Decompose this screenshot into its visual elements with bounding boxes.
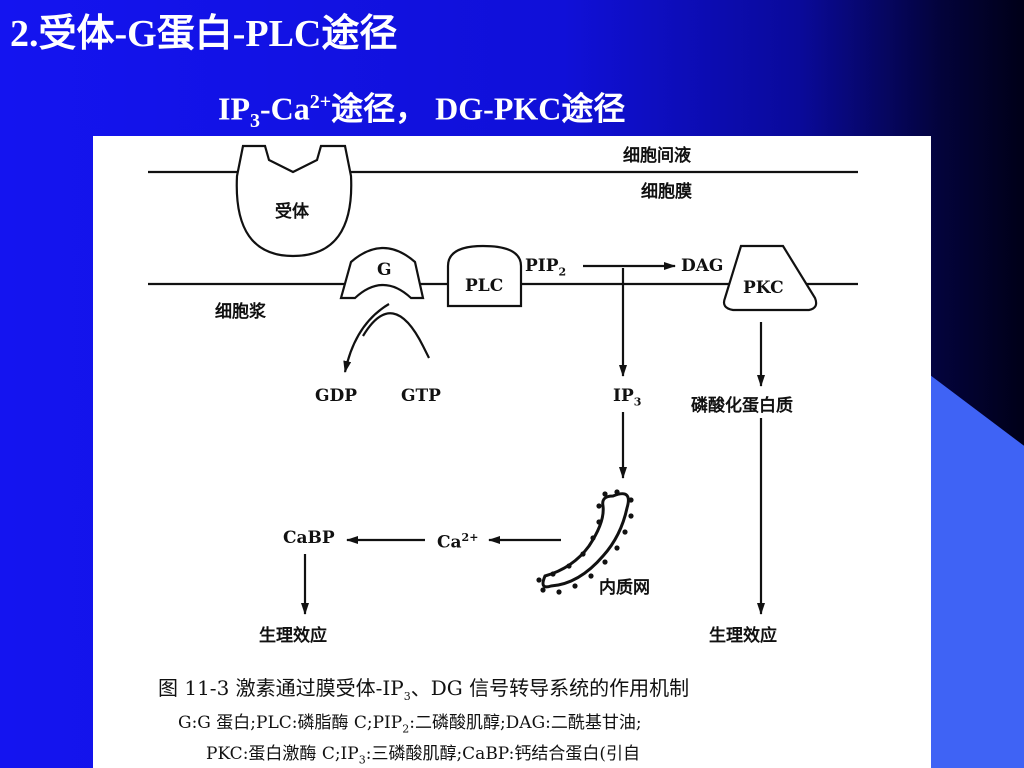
effect-left-label: 生理效应 [259, 626, 327, 646]
ca-sup: 2+ [461, 531, 479, 544]
receptor-shape [235, 144, 353, 258]
caption-line3-b: :三磷酸肌醇;CaBP:钙结合蛋白(引自 [365, 744, 641, 764]
subtitle-ip-sub: 3 [250, 110, 260, 133]
gtp-curve [362, 312, 430, 359]
caption-line1-sub: 3 [403, 690, 411, 703]
figure-caption-line1: 图 11-3 激素通过膜受体-IP3、DG 信号转导系统的作用机制 [158, 672, 689, 703]
gdp-arrow [343, 303, 390, 373]
figure-caption-line3: PKC:蛋白激酶 C;IP3:三磷酸肌醇;CaBP:钙结合蛋白(引自 [206, 739, 640, 766]
diagram-svg [148, 144, 858, 615]
ip3-text: IP [613, 386, 634, 406]
caption-line3-a: PKC:蛋白激酶 C;IP [206, 744, 359, 764]
phospho-protein-label: 磷酸化蛋白质 [691, 396, 793, 416]
pip2-sub: 2 [558, 265, 567, 279]
g-protein-shape [339, 247, 425, 300]
subtitle-ca: -Ca [260, 90, 310, 127]
cytoplasm-label: 细胞浆 [215, 302, 266, 322]
pkc-label: PKC [743, 278, 784, 298]
membrane-label: 细胞膜 [641, 182, 692, 202]
gtp-label: GTP [401, 386, 441, 406]
subtitle-tail: 途径， DG-PKC途径 [331, 90, 626, 127]
receptor-label: 受体 [275, 202, 309, 222]
extracellular-label: 细胞间液 [623, 146, 691, 166]
subtitle-ip: IP [218, 90, 250, 127]
ip3-label: IP3 [613, 386, 641, 412]
g-protein-label: G [377, 260, 392, 280]
caption-line1-b: 、DG 信号转导系统的作用机制 [410, 676, 690, 700]
dag-label: DAG [681, 256, 724, 276]
plc-label: PLC [465, 276, 504, 296]
ip3-sub: 3 [633, 395, 642, 409]
subtitle-ca-sup: 2+ [309, 91, 332, 113]
er-shape [541, 492, 630, 589]
cabp-label: CaBP [283, 528, 335, 548]
ca-text: Ca [437, 532, 462, 553]
decorative-shape [930, 375, 1024, 768]
ca-label: Ca2+ [437, 528, 478, 553]
er-dots [536, 489, 634, 595]
caption-line2-a: G:G 蛋白;PLC:磷脂酶 C;PIP [178, 713, 403, 733]
diagram-figure: 细胞间液 细胞膜 受体 G PLC PIP2 DAG PKC 细胞浆 GDP G… [93, 136, 931, 768]
caption-line1-a: 图 11-3 激素通过膜受体-IP [158, 676, 404, 700]
gdp-label: GDP [315, 386, 358, 406]
pip2-label: PIP2 [525, 256, 566, 282]
plc-shape [446, 244, 523, 308]
slide-subtitle: IP3-Ca2+途径， DG-PKC途径 [218, 82, 625, 141]
slide-title: 2.受体-G蛋白-PLC途径 [10, 13, 398, 55]
figure-caption-line2: G:G 蛋白;PLC:磷脂酶 C;PIP2:二磷酸肌醇;DAG:二酰基甘油; [178, 708, 642, 735]
pip2-text: PIP [525, 256, 559, 276]
caption-line3-sub: 3 [358, 753, 366, 767]
caption-line2-b: :二磷酸肌醇;DAG:二酰基甘油; [409, 713, 642, 733]
er-label: 内质网 [599, 578, 650, 598]
caption-line2-sub: 2 [402, 722, 410, 736]
effect-right-label: 生理效应 [709, 626, 777, 646]
pkc-shape [722, 244, 818, 312]
